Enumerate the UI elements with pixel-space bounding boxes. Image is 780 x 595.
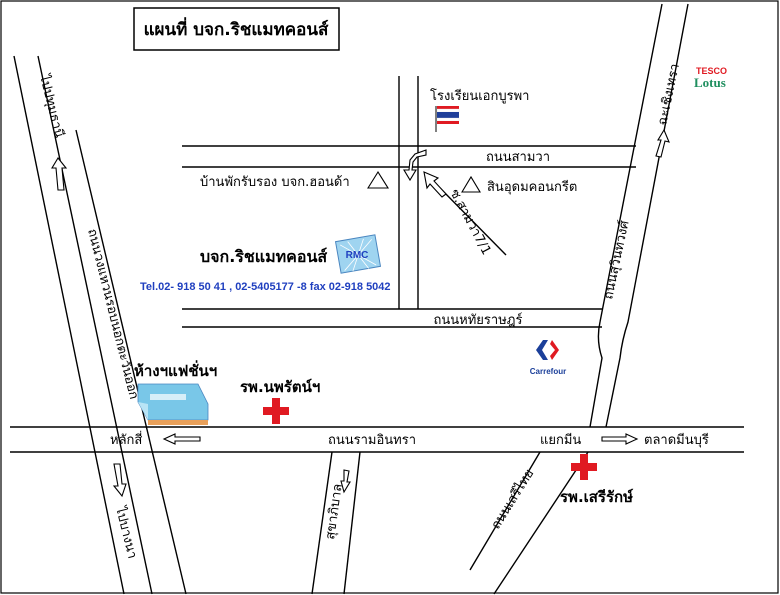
company-logo-text: RMC	[346, 250, 369, 261]
bangna-label-text: ไปบางนา	[112, 504, 141, 560]
suwinthawong-edge-left	[589, 3, 663, 428]
tesco-lotus-logo: TESCO Lotus	[694, 66, 727, 90]
turn-arrow-icon	[403, 149, 427, 182]
arrow-down-icon	[112, 463, 127, 498]
map-title: แผนที่ บจก.ริชแมทคอนส์	[144, 17, 329, 40]
flag-thailand-icon	[435, 106, 460, 132]
mall-building-icon	[137, 383, 209, 425]
left-highway-edge-left	[13, 55, 125, 595]
arrow-up-right-icon	[655, 128, 670, 158]
company-logo: RMC	[334, 234, 382, 274]
company-phone: Tel.02- 918 50 41 , 02-5405177 -8 fax 02…	[140, 281, 391, 293]
suwinthawong-label: ถนนสุวินทวงศ์	[600, 218, 632, 301]
hospital-nopparat-label: รพ.นพรัตน์ฯ	[240, 378, 320, 396]
hospital-serirak-label: รพ.เสรีรักษ์	[560, 488, 633, 506]
company-name: บจก.ริชแมทคอนส์	[200, 247, 327, 266]
hospital-cross-icon	[263, 398, 289, 424]
talat-minburi-label: ตลาดมีนบุรี	[644, 432, 709, 448]
soi-samwa-label-text: ซ.สามวา7/1	[446, 187, 493, 258]
seri-thai-edge-right	[493, 451, 589, 595]
ram-inthra-label: ถนนรามอินทรา	[328, 433, 416, 448]
suwinthawong-label-text: ถนนสุวินทวงศ์	[600, 218, 632, 301]
lak-si-label: หลักสี่	[110, 431, 142, 448]
yaek-min-label: แยกมีน	[540, 432, 581, 448]
carrefour-label: Carrefour	[530, 367, 566, 376]
seri-thai-edge-left	[469, 451, 541, 571]
arrow-down-small-icon	[340, 469, 351, 494]
fashion-label: ห้างฯแฟชั่นฯ	[134, 360, 217, 380]
arrow-diag-icon	[423, 171, 447, 198]
tesco-label: TESCO	[696, 66, 727, 76]
lotus-label: Lotus	[694, 75, 726, 90]
seri-thai-label-text: ถนนเสรีไทย	[488, 466, 537, 532]
bangna-label: ไปบางนา	[112, 504, 141, 560]
arrow-left-icon	[162, 433, 201, 445]
sin-udom-label: สินอุดมคอนกรีต	[487, 179, 577, 195]
samwa-label: ถนนสามวา	[486, 150, 550, 165]
soi-samwa-label: ซ.สามวา7/1	[446, 187, 493, 258]
chachoengsao-label-text: ฉะเชิงเทรา	[655, 62, 683, 126]
seri-thai-label: ถนนเสรีไทย	[488, 466, 537, 532]
guesthouse-label: บ้านพักรับรอง บจก.ฮอนด้า	[200, 175, 350, 190]
sukhaphiban-edge-right	[343, 451, 361, 595]
carrefour-logo-icon: Carrefour	[530, 340, 566, 376]
left-highway-edge-inner	[75, 129, 187, 595]
chachoengsao-label: ฉะเชิงเทรา	[655, 62, 683, 126]
pathum-label-text: ไปปทุมธานี	[36, 72, 67, 139]
suwinthawong-edge-right	[605, 3, 689, 428]
sukhaphiban-edge-left	[311, 451, 333, 595]
title-box	[133, 7, 340, 51]
hospital-cross-icon	[571, 454, 597, 480]
school-label: โรงเรียนเอกบูรพา	[430, 88, 529, 104]
arrow-right-icon	[601, 433, 639, 445]
triangle-marker-icon	[461, 175, 481, 193]
left-highway-edge-right	[37, 55, 153, 595]
pathum-label: ไปปทุมธานี	[36, 72, 67, 139]
triangle-marker-icon	[367, 170, 389, 189]
hathairat-label: ถนนหทัยราษฎร์	[434, 312, 523, 328]
arrow-up-icon	[51, 157, 68, 191]
soi-samwa-edge	[439, 187, 507, 256]
